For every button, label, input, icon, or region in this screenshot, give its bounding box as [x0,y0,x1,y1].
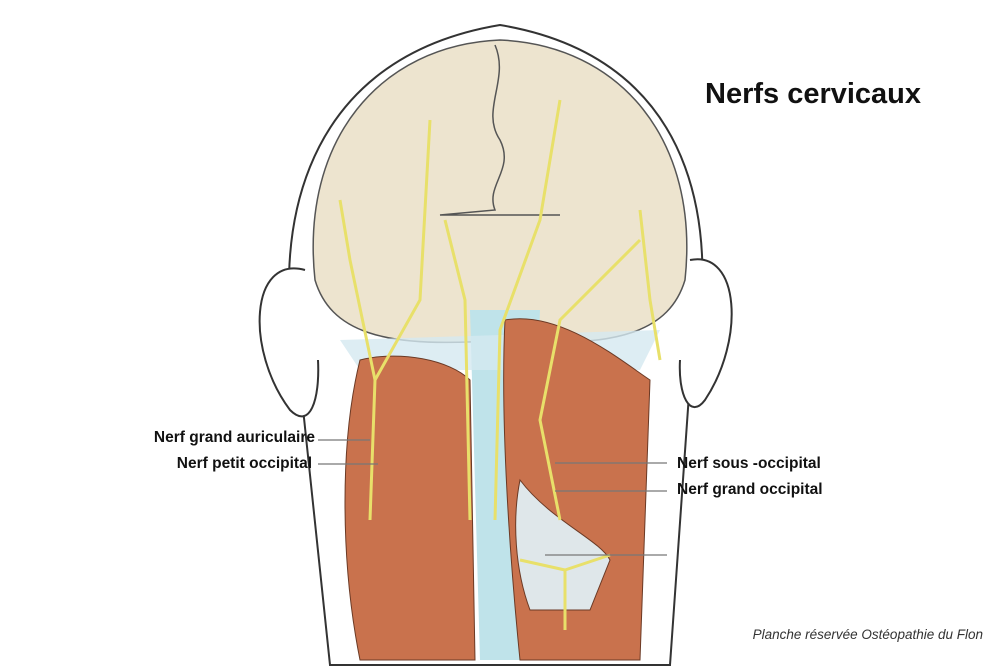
leader-lines [318,439,667,556]
nerves [338,99,662,630]
suboccipital-triangle [515,478,611,611]
label-nerf-grand-auriculaire: Nerf grand auriculaire [153,429,315,446]
label-nerf-petit-occipital: Nerf petit occipital [176,455,312,472]
page-title: Nerfs cervicaux [705,78,922,110]
label-nerf-grand-occipital: Nerf grand occipital [677,481,823,498]
label-nerf-sous-occipital: Nerf sous -occipital [677,455,821,472]
sagittal-suture [439,44,560,216]
left-muscle [344,355,476,661]
right-ear [678,258,733,408]
credit-text: Planche réservée Ostéopathie du Flon [752,627,983,642]
left-ear [258,267,320,418]
